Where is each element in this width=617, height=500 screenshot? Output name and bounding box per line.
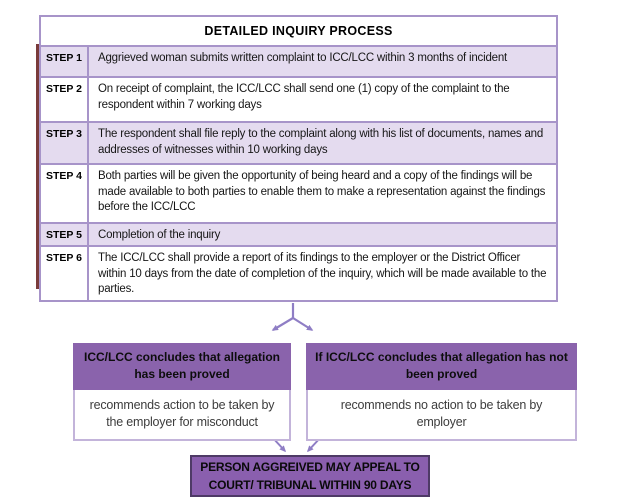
step-text: Completion of the inquiry	[98, 229, 221, 241]
table-row: STEP 1 Aggrieved woman submits written c…	[41, 45, 556, 76]
outcome-proved-body: recommends action to be taken by the emp…	[73, 389, 291, 441]
outcome-not-proved-body: recommends no action to be taken by empl…	[306, 389, 577, 441]
table-row: STEP 3 The respondent shall file reply t…	[41, 121, 556, 163]
step-text: Aggrieved woman submits written complain…	[98, 52, 508, 64]
appeal-box: PERSON AGGREIVED MAY APPEAL TO COURT/ TR…	[190, 455, 430, 497]
step-label: STEP 3	[41, 123, 89, 163]
step-text: Both parties will be given the opportuni…	[98, 170, 546, 214]
table-title-row: DETAILED INQUIRY PROCESS	[41, 17, 556, 45]
outcome-not-proved-header: If ICC/LCC concludes that allegation has…	[306, 343, 577, 390]
step-text: On receipt of complaint, the ICC/LCC sha…	[98, 83, 510, 111]
outcome-proved-header: ICC/LCC concludes that allegation has be…	[73, 343, 291, 390]
appeal-line-1: PERSON AGGREIVED MAY APPEAL TO	[200, 460, 420, 474]
step-text: The ICC/LCC shall provide a report of it…	[98, 252, 547, 296]
step-text: The respondent shall file reply to the c…	[98, 128, 544, 156]
fork-arrow	[271, 303, 314, 331]
step-label: STEP 4	[41, 165, 89, 222]
outcome-proved-box: ICC/LCC concludes that allegation has be…	[73, 343, 291, 441]
table-row: STEP 4 Both parties will be given the op…	[41, 163, 556, 222]
table-row: STEP 5 Completion of the inquiry	[41, 222, 556, 245]
left-accent-line	[36, 44, 39, 289]
step-label: STEP 1	[41, 47, 89, 76]
step-label: STEP 6	[41, 247, 89, 300]
table-row: STEP 2 On receipt of complaint, the ICC/…	[41, 76, 556, 121]
table-row: STEP 6 The ICC/LCC shall provide a repor…	[41, 245, 556, 300]
outcome-not-proved-box: If ICC/LCC concludes that allegation has…	[306, 343, 577, 441]
appeal-line-2: COURT/ TRIBUNAL WITHIN 90 DAYS	[208, 478, 412, 492]
table-title: DETAILED INQUIRY PROCESS	[204, 24, 393, 38]
inquiry-table: DETAILED INQUIRY PROCESS STEP 1 Aggrieve…	[39, 15, 558, 302]
step-label: STEP 2	[41, 78, 89, 121]
step-label: STEP 5	[41, 224, 89, 245]
